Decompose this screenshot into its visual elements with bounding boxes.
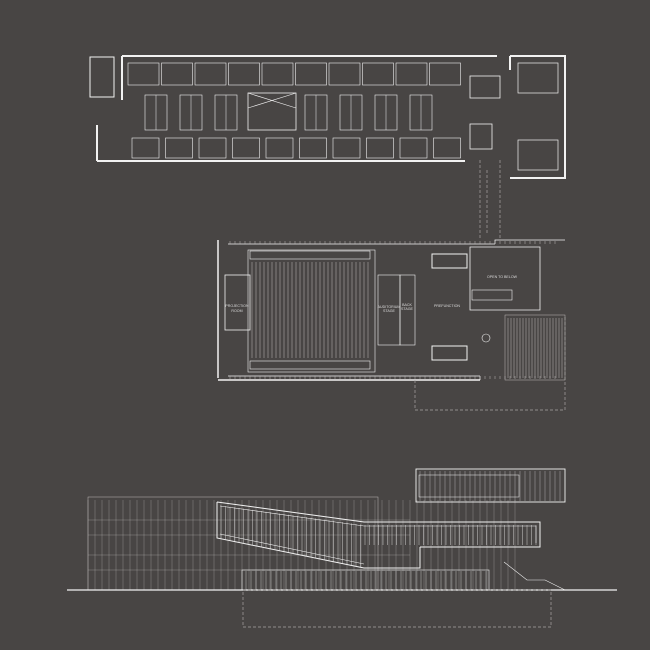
cubicle bbox=[429, 62, 461, 86]
label-back-stage: BACK bbox=[402, 303, 412, 307]
cubicle bbox=[165, 137, 193, 159]
cubicle bbox=[127, 62, 160, 86]
cubicle bbox=[299, 137, 327, 159]
office-floor-plan bbox=[89, 55, 566, 179]
building-elevation bbox=[67, 468, 617, 628]
label-auditorium-stage-2: STAGE bbox=[383, 309, 396, 313]
cubicle bbox=[194, 62, 227, 86]
label-projection-room-2: ROOM bbox=[231, 309, 242, 313]
cubicle bbox=[131, 137, 160, 159]
cubicle bbox=[161, 62, 193, 86]
label-projection-room: PROJECTION bbox=[225, 304, 249, 308]
label-prefunction: PREFUNCTION bbox=[434, 304, 460, 308]
label-open-to-below: OPEN TO BELOW bbox=[487, 275, 518, 279]
label-auditorium-stage: AUDITORIUM bbox=[378, 305, 401, 309]
cubicle bbox=[366, 137, 394, 159]
cubicle bbox=[328, 62, 361, 86]
room-labels: PROJECTION ROOM AUDITORIUM STAGE BACK ST… bbox=[225, 275, 517, 313]
cubicle bbox=[295, 62, 327, 86]
cubicle bbox=[399, 137, 428, 159]
cubicle bbox=[332, 137, 361, 159]
cubicle bbox=[433, 137, 461, 159]
auditorium-floor-plan: PROJECTION ROOM AUDITORIUM STAGE BACK ST… bbox=[217, 160, 566, 411]
cubicle bbox=[261, 62, 294, 86]
label-back-stage-2: STAGE bbox=[401, 307, 414, 311]
cubicle bbox=[395, 62, 428, 86]
cubicle bbox=[198, 137, 227, 159]
cubicle bbox=[228, 62, 260, 86]
cubicle bbox=[232, 137, 260, 159]
cubicle bbox=[362, 62, 394, 86]
background-facade bbox=[87, 496, 379, 591]
cubicle bbox=[265, 137, 294, 159]
